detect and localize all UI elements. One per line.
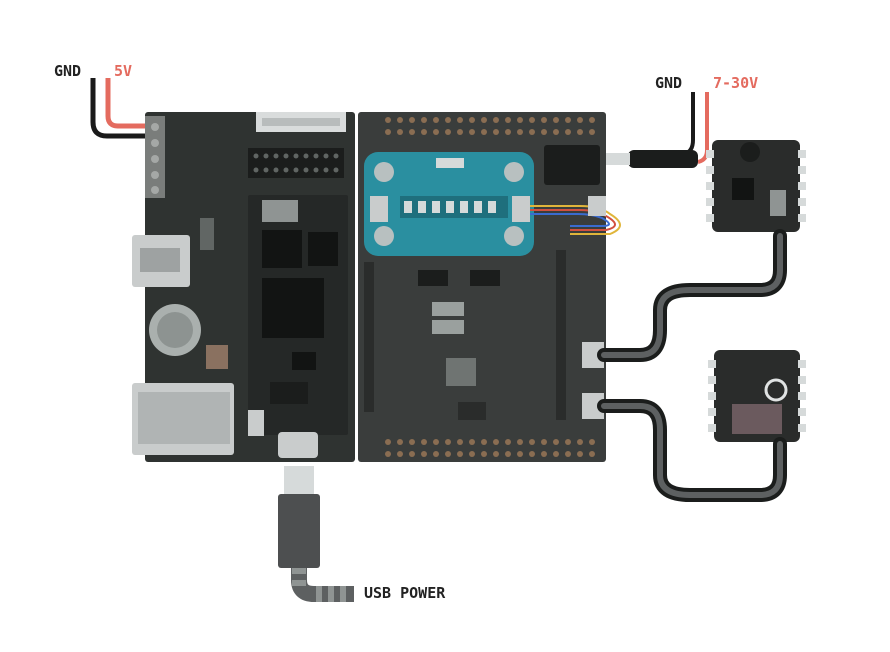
- right-7-30v-label: 7-30V: [713, 74, 758, 92]
- carrier-connector-1: [582, 342, 604, 368]
- cable-to-top-module: [597, 229, 787, 362]
- main-board: [132, 112, 355, 462]
- small-connector: [588, 196, 606, 216]
- usb-c-port: [278, 432, 318, 458]
- left-5v-label: 5V: [114, 62, 132, 80]
- right-power-wire: [697, 92, 709, 164]
- left-5v-wire: [105, 78, 148, 129]
- dc-barrel-jack: [544, 145, 600, 185]
- expansion-shield: [364, 152, 534, 256]
- right-gnd-wire: [683, 92, 695, 156]
- usb-power-label: USB POWER: [364, 584, 446, 602]
- right-power-wires: [606, 92, 709, 168]
- carrier-connector-2: [582, 393, 604, 419]
- left-gnd-wire: [90, 78, 148, 139]
- usb-cable: [278, 466, 354, 602]
- left-power-wires: [90, 78, 148, 139]
- module-top: [706, 140, 806, 232]
- usb-plug: [278, 494, 320, 568]
- barrel-plug: [628, 150, 698, 168]
- module-cables: [597, 229, 787, 502]
- right-gnd-label: GND: [655, 74, 682, 92]
- module-bottom: [708, 350, 806, 442]
- left-gnd-label: GND: [54, 62, 81, 80]
